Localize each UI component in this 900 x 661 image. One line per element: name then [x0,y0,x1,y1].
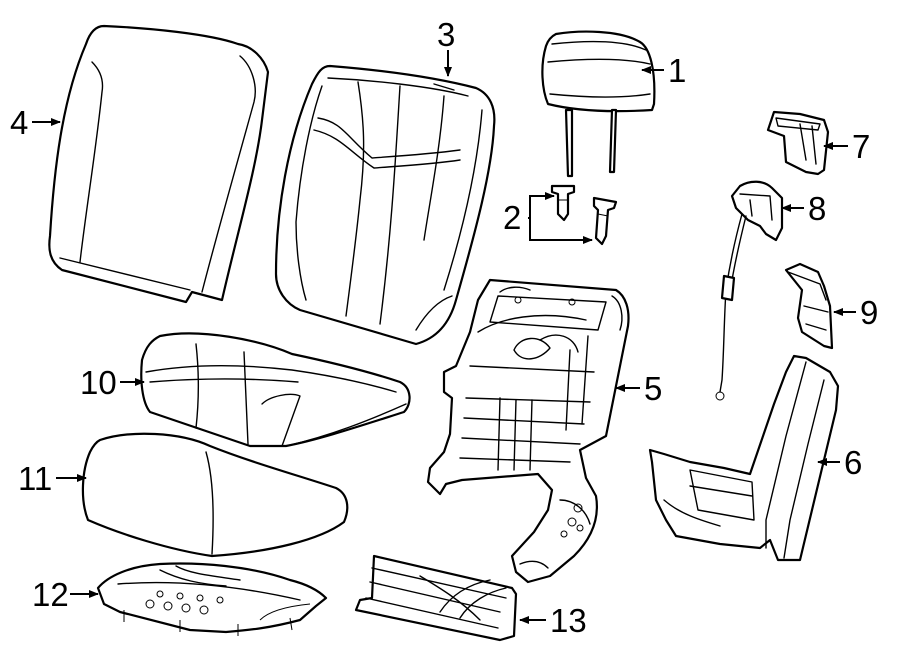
seat-back-cover [274,64,496,346]
callout-10: 10 [80,364,117,401]
callout-labels: 1 2 3 4 5 6 7 8 9 10 11 12 13 [10,16,878,639]
seat-back-frame [426,278,630,584]
recliner-handle [766,110,830,176]
callout-7: 7 [852,128,870,165]
leader-lines [32,50,856,624]
release-cable-bracket [715,180,784,401]
callout-13: 13 [550,602,587,639]
callout-6: 6 [844,444,862,481]
trim-bezel [784,262,834,350]
callout-2: 2 [503,199,521,236]
cushion-support [354,554,518,642]
callout-3: 3 [437,16,455,53]
cushion-cover [140,332,411,448]
callout-9: 9 [860,294,878,331]
callout-4: 4 [10,104,28,141]
callout-12: 12 [32,576,69,613]
callout-8: 8 [808,190,826,227]
side-shield [648,354,840,562]
cushion-frame [96,562,328,636]
callout-5: 5 [644,370,662,407]
headrest-guides [550,184,618,246]
cushion-pad [81,432,349,558]
seat-back-pad [48,24,270,304]
headrest [541,30,656,178]
callout-11: 11 [18,460,52,497]
callout-1: 1 [668,52,686,89]
